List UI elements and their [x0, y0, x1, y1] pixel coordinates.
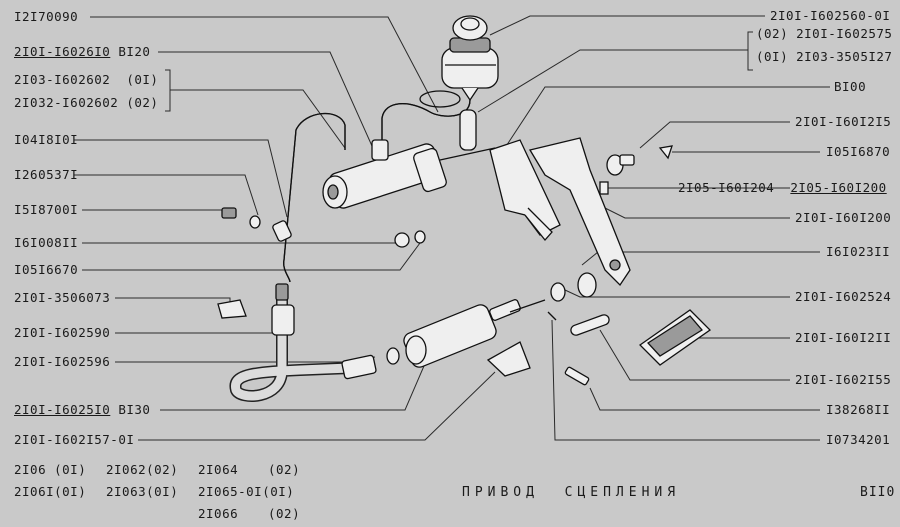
label-part-r4: BI00 [834, 79, 867, 94]
hose-clamp [419, 90, 461, 108]
label-part-13-number: 2I0I-I6025I0 [14, 402, 111, 417]
label-part-r12: 2I0I-I602I55 [795, 372, 892, 387]
leader-r12 [599, 329, 790, 381]
label-part-3: 2I03-I602602 (0I) [14, 72, 159, 87]
label-part-12: 2I0I-I602596 [14, 354, 111, 369]
label-part-r6: I05I6870 [826, 144, 891, 159]
label-part-r9: I6I023II [826, 244, 891, 259]
model-2: 2I062(02) [106, 462, 179, 477]
leader-r2 [477, 49, 748, 113]
leader-r1 [489, 15, 765, 36]
label-part-r7: 2I05-I60I204 2I05-I60I200 [678, 181, 887, 195]
label-part-r13: I38268II [826, 402, 891, 417]
pipe-clip-and-screws [217, 207, 426, 319]
leader-r13 [589, 387, 820, 411]
brake-pipe-inner [283, 112, 346, 283]
leader-l6 [74, 174, 259, 216]
leader-r8 [604, 207, 790, 219]
clutch-pedal [489, 139, 561, 242]
fluid-reservoir [441, 15, 499, 102]
label-part-r3: (0I) 2I03-3505I27 [756, 49, 893, 64]
pedal-pad [638, 309, 712, 366]
label-part-r10: 2I0I-I602524 [795, 289, 892, 304]
leader-lines [74, 15, 830, 441]
leader-l3-bracket [165, 69, 171, 112]
leader-r14 [551, 319, 820, 441]
hose-stub [459, 109, 477, 151]
label-part-5: I04I8I0I [14, 132, 79, 147]
leader-r2-bracket [747, 31, 753, 71]
label-part-13: 2I0I-I6025I0 BI30 [14, 403, 150, 417]
label-part-2-number: 2I0I-I6026I0 [14, 44, 111, 59]
hose-end-fitting [341, 354, 377, 380]
label-part-8: I6I008II [14, 235, 79, 250]
reservoir-hose-inner [381, 99, 471, 140]
label-part-9: I05I6670 [14, 262, 79, 277]
model-1: 2I06 (0I) [14, 462, 87, 477]
model-3: 2I064 [198, 462, 239, 477]
model-3-version: (02) [268, 462, 301, 477]
label-part-4: 2I032-I602602 (02) [14, 95, 159, 110]
label-part-r1: 2I0I-I602560-0I [770, 8, 891, 23]
label-part-2-ref: BI20 [118, 44, 151, 59]
model-5: 2I063(0I) [106, 484, 179, 499]
clutch-fork [528, 137, 631, 287]
label-part-r5: 2I0I-I60I2I5 [795, 114, 892, 129]
page-number: BII0 [860, 485, 896, 500]
leader-l10 [115, 297, 231, 304]
model-7: 2I066 [198, 506, 239, 521]
fork-bolt-and-spring [547, 145, 673, 386]
label-part-r7-b: 2I05-I60I200 [790, 180, 887, 195]
label-part-r2: (02) 2I0I-I602575 [756, 26, 893, 41]
hose-fitting-top [275, 283, 289, 301]
leader-l14 [138, 371, 496, 441]
label-part-13-ref: BI30 [118, 402, 151, 417]
diagram-title: ПРИВОД СЦЕПЛЕНИЯ [462, 485, 681, 500]
label-part-10: 2I0I-3506073 [14, 290, 111, 305]
label-part-6: I260537I [14, 167, 79, 182]
hose-fitting [271, 304, 295, 336]
label-part-11: 2I0I-I602590 [14, 325, 111, 340]
flexible-hose-inner [231, 290, 351, 401]
label-part-14: 2I0I-I602I57-0I [14, 432, 135, 447]
leader-l13 [160, 351, 431, 411]
label-part-r7-a: 2I05-I60I204 [678, 180, 775, 195]
label-part-1: I2I70090 [14, 9, 79, 24]
leader-l9 [82, 242, 421, 271]
label-part-r14: I0734201 [826, 432, 891, 447]
leader-l2 [158, 51, 373, 147]
reservoir-hose [381, 99, 471, 140]
label-part-r11: 2I0I-I60I2II [795, 330, 892, 345]
model-6: 2I065-0I(0I) [198, 484, 295, 499]
label-part-2: 2I0I-I6026I0 BI20 [14, 45, 150, 59]
leader-r4 [496, 86, 830, 161]
label-part-r8: 2I0I-I60I200 [795, 210, 892, 225]
model-4: 2I06I(0I) [14, 484, 87, 499]
label-part-7: I5I8700I [14, 202, 79, 217]
master-cylinder [322, 139, 496, 209]
leader-l5 [74, 139, 288, 218]
leader-l3 [170, 89, 346, 149]
model-7-version: (02) [268, 506, 301, 521]
leader-l1 [90, 16, 439, 113]
leader-l12 [115, 356, 376, 363]
slave-cylinder [386, 299, 546, 377]
leader-r5 [639, 121, 790, 149]
leader-r10 [564, 289, 790, 298]
